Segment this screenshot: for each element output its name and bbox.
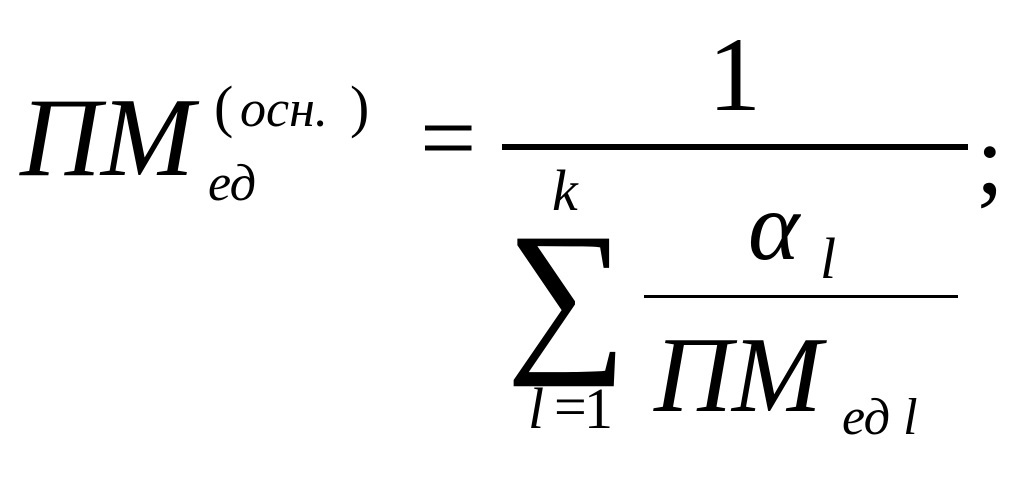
lhs-superscript-open-paren: ( xyxy=(214,74,234,139)
lhs-superscript-close-paren: ) xyxy=(350,74,370,139)
main-numerator: 1 xyxy=(708,16,761,133)
sum-symbol: ∑ xyxy=(506,199,628,387)
main-fraction-bar xyxy=(502,144,968,150)
sum-lower-limit-val: 1 xyxy=(584,376,613,441)
equals-sign: = xyxy=(420,82,477,193)
semicolon: ; xyxy=(976,104,1004,215)
sum-upper-limit: k xyxy=(552,158,578,223)
lhs-subscript: ед xyxy=(208,155,257,212)
sum-lower-limit-var: l xyxy=(528,376,545,441)
inner-denominator-subscript: ед l xyxy=(842,389,918,446)
inner-denominator-base: ПМ xyxy=(654,316,822,435)
lhs-base: ПМ xyxy=(20,76,195,200)
inner-numerator-alpha: α xyxy=(748,173,800,281)
sum-lower-limit-eq: = xyxy=(554,374,587,439)
inner-fraction-bar xyxy=(644,295,958,298)
lhs-superscript-text: осн. xyxy=(240,81,328,138)
inner-numerator-subscript: l xyxy=(820,226,837,291)
